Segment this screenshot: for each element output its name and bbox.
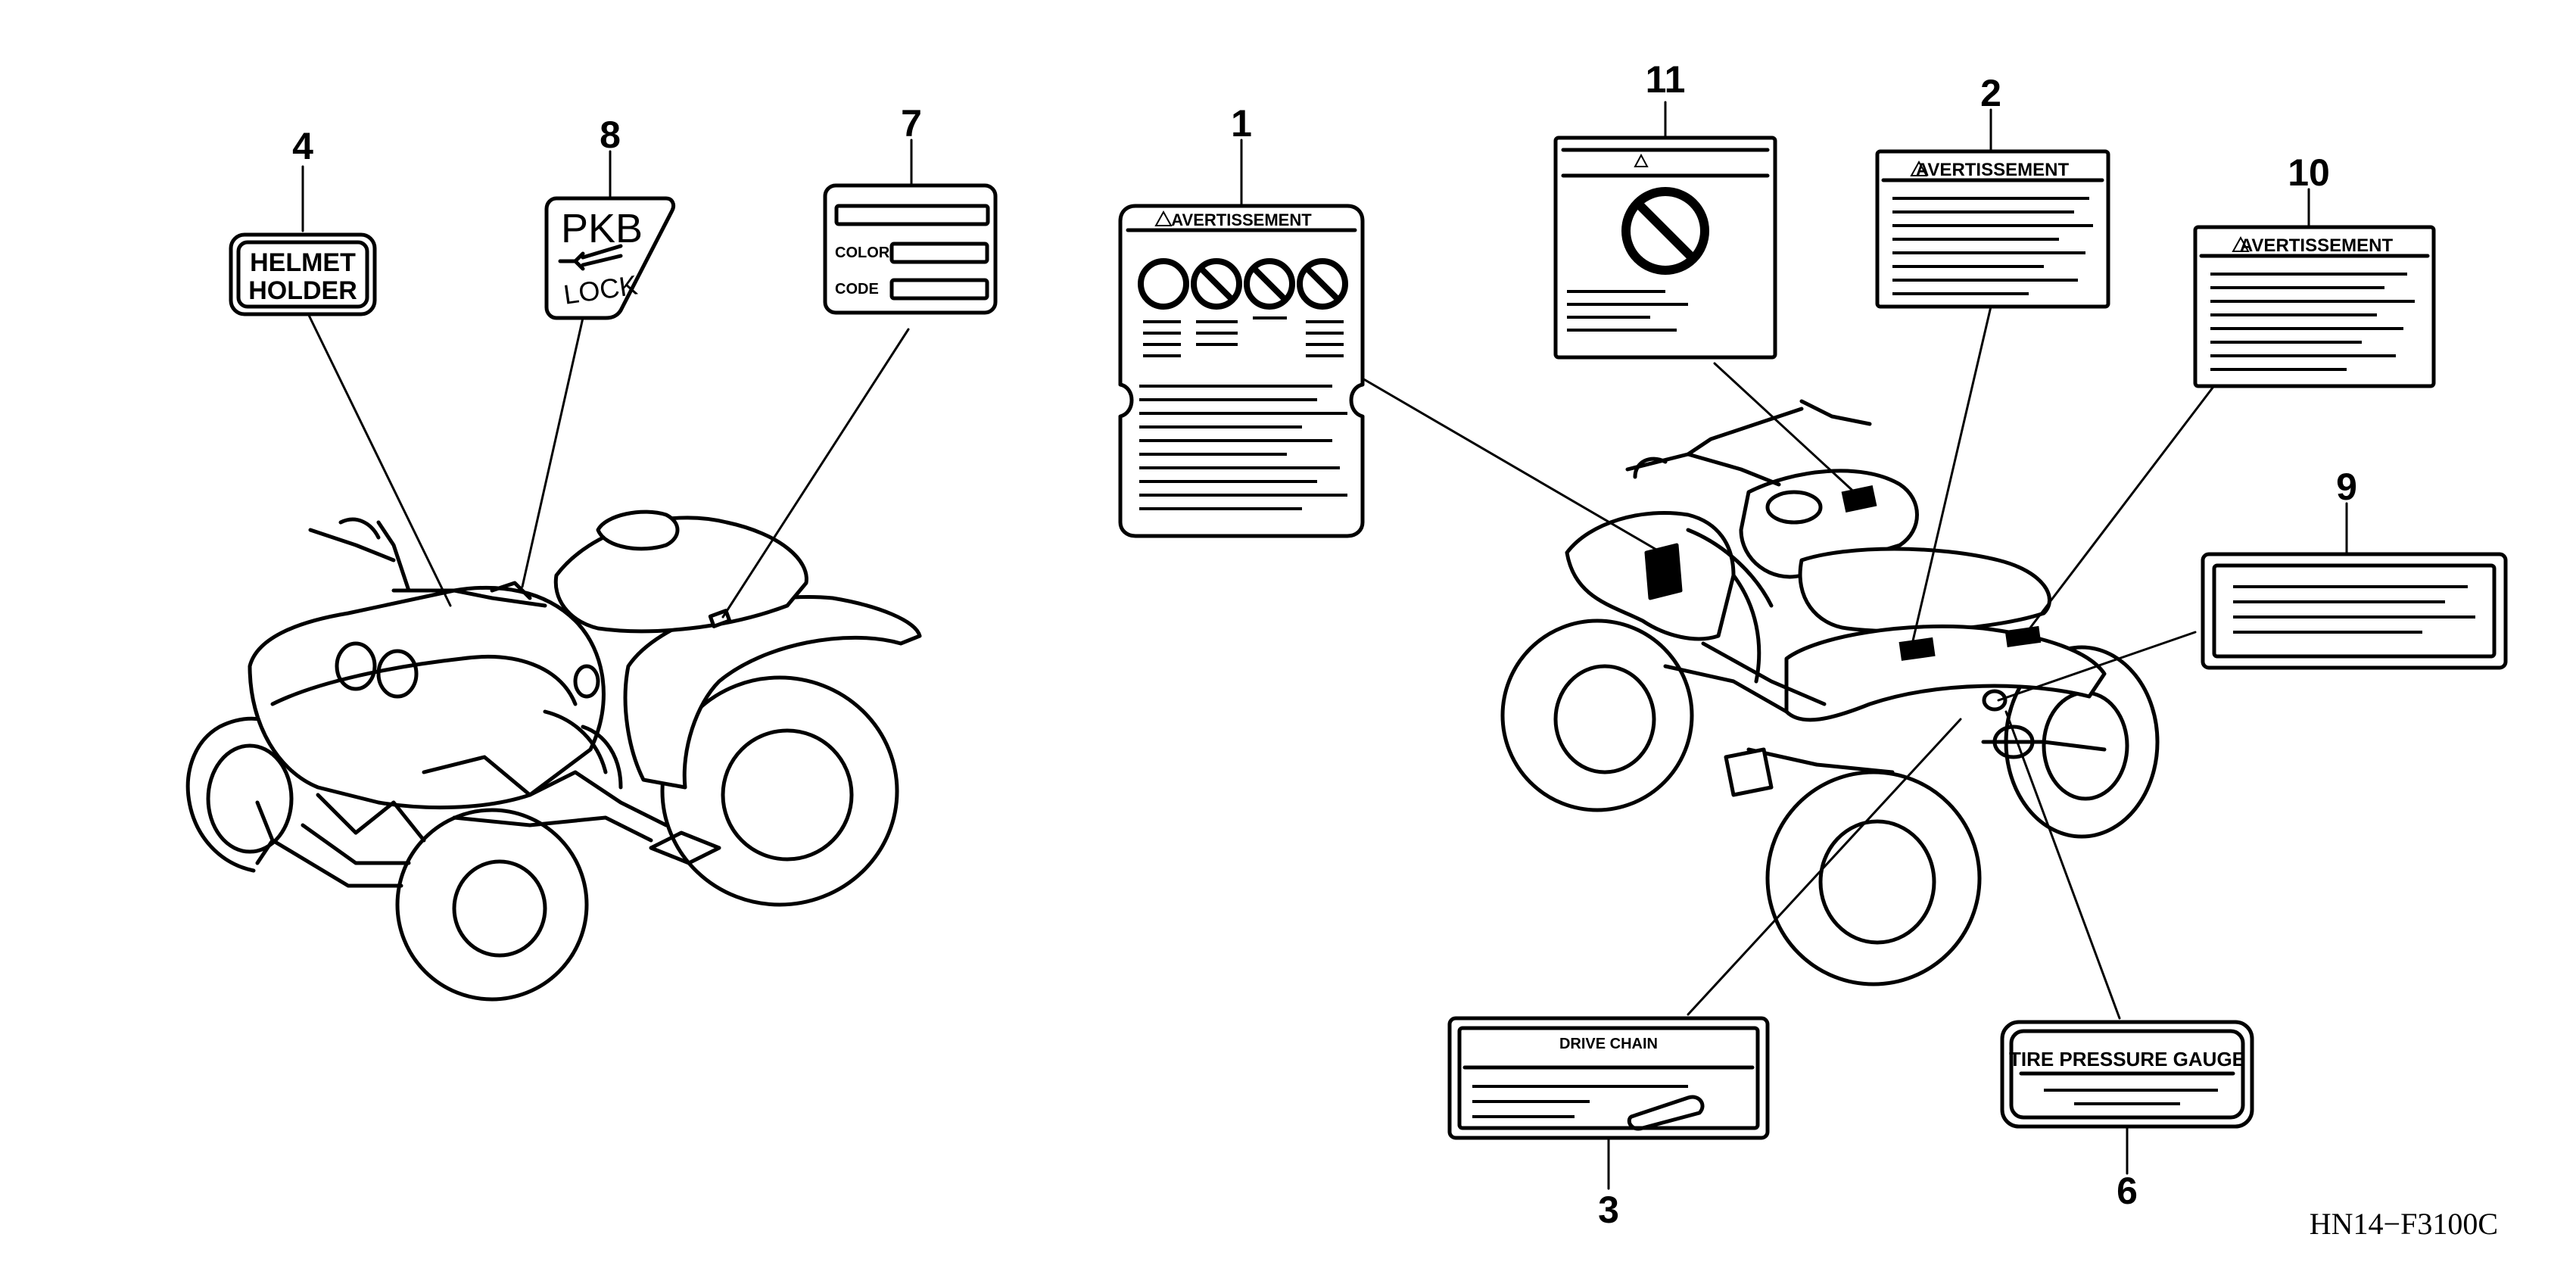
atv-right-drawing bbox=[1500, 399, 2160, 986]
warning-1-text: AVERTISSEMENT bbox=[1171, 210, 1312, 229]
callout-6: 6 bbox=[2117, 1170, 2138, 1212]
warning-2-text: AVERTISSEMENT bbox=[1916, 160, 2070, 180]
label-warning-10: AVERTISSEMENT bbox=[2193, 225, 2436, 388]
label-tire-pressure-gauge: TIRE PRESSURE GAUGE bbox=[2000, 1020, 2254, 1129]
callout-9: 9 bbox=[2336, 466, 2357, 508]
label-drive-chain: DRIVE CHAIN bbox=[1447, 1016, 1770, 1140]
callout-11: 11 bbox=[1646, 58, 1686, 101]
pkb-text: PKB bbox=[561, 206, 643, 251]
callout-3: 3 bbox=[1598, 1189, 1619, 1231]
label-prohibition bbox=[1553, 136, 1777, 360]
callout-1: 1 bbox=[1231, 102, 1252, 145]
helmet-text-1: HELMET bbox=[250, 248, 356, 277]
label-color-code: COLOR CODE bbox=[823, 183, 998, 315]
label-helmet-holder: HELMET HOLDER bbox=[229, 232, 377, 316]
drive-chain-text: DRIVE CHAIN bbox=[1559, 1036, 1658, 1052]
tire-gauge-text: TIRE PRESSURE GAUGE bbox=[2009, 1048, 2245, 1070]
callout-numbers: 1 2 3 4 6 7 8 9 10 11 bbox=[292, 58, 2357, 1231]
callout-7: 7 bbox=[901, 102, 922, 145]
leader-lines bbox=[301, 101, 2348, 1190]
helmet-text-2: HOLDER bbox=[248, 276, 357, 305]
label-pkb-lock: PKB LOCK bbox=[544, 196, 676, 320]
warning-10-text: AVERTISSEMENT bbox=[2240, 235, 2394, 256]
color-text: COLOR bbox=[835, 245, 890, 261]
label-plain-9 bbox=[2201, 552, 2508, 670]
diagram-code: HN14−F3100C bbox=[2310, 1207, 2498, 1241]
callout-8: 8 bbox=[600, 114, 621, 156]
callout-10: 10 bbox=[2288, 151, 2330, 194]
label-warning-2: AVERTISSEMENT bbox=[1875, 149, 2110, 309]
atv-left-drawing bbox=[185, 510, 922, 1002]
code-text: CODE bbox=[835, 281, 879, 298]
callout-4: 4 bbox=[292, 125, 313, 167]
callout-2: 2 bbox=[1980, 72, 2001, 114]
label-warning-main: AVERTISSEMENT bbox=[1118, 204, 1365, 538]
